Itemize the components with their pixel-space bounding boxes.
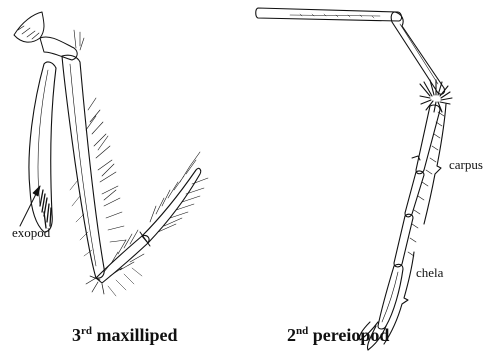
maxilliped-lower-setae: [108, 268, 142, 296]
pereiopod-tuft: [420, 80, 452, 112]
carpus-label: carpus: [449, 158, 483, 171]
maxilliped-shaft: [62, 55, 104, 278]
carpus-bracket: [424, 104, 446, 224]
pereiopod-carpus-1: [416, 105, 440, 174]
pereiopod-ischium-inner: [400, 24, 438, 84]
pereiopod-carpus-3: [394, 214, 413, 267]
pereiopod-merus: [256, 8, 402, 21]
exopod-inner-line: [38, 70, 48, 205]
pereiopod-carpus-hairs: [408, 112, 444, 256]
maxilliped-coxa-hair: [74, 30, 84, 50]
maxilliped-caption-suffix: rd: [81, 325, 92, 337]
maxilliped-tip-setae: [86, 276, 104, 294]
pereiopod-caption-suffix: nd: [296, 325, 308, 337]
pereiopod-caption: 2nd pereiopod: [287, 326, 389, 344]
maxilliped-drawing: [14, 12, 208, 296]
maxilliped-base-hatch: [18, 26, 39, 39]
maxilliped-coxa: [40, 37, 77, 60]
exopod-label: exopod: [12, 226, 50, 239]
maxilliped-caption: 3rd maxilliped: [72, 326, 178, 344]
pereiopod-caption-text: pereiopod: [313, 325, 390, 345]
maxilliped-distal-setae: [104, 152, 208, 276]
maxilliped-distal-2: [142, 168, 201, 243]
pereiopod-drawing: [256, 8, 452, 350]
maxilliped-distal-1: [96, 235, 149, 283]
chela-label: chela: [416, 266, 443, 279]
maxilliped-caption-number: 3: [72, 325, 81, 345]
maxilliped-caption-text: maxilliped: [97, 325, 178, 345]
exopod-dark-hairs: [40, 190, 51, 228]
maxilliped-shaft-setae: [86, 98, 126, 242]
pereiopod-caption-number: 2: [287, 325, 296, 345]
pereiopod-chela-palm: [378, 264, 403, 329]
pereiopod-merus-texture: [290, 15, 380, 16]
maxilliped-base: [14, 12, 44, 42]
